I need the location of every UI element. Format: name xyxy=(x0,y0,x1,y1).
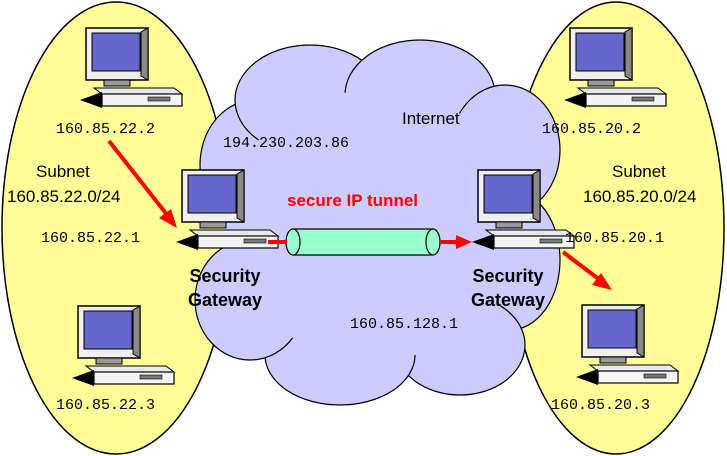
left-gateway-label-2: Gateway xyxy=(187,290,263,310)
right-gateway-ip: 160.85.20.1 xyxy=(565,230,665,247)
tunnel-ip: 160.85.128.1 xyxy=(350,316,459,333)
left-host-bottom-ip: 160.85.22.3 xyxy=(56,397,156,414)
left-subnet-address: 160.85.22.0/24 xyxy=(7,187,121,206)
right-gateway-label-2: Gateway xyxy=(470,290,546,310)
tunnel-links xyxy=(268,235,472,249)
route-arrow-left xyxy=(107,139,177,228)
right-gateway-label-1: Security xyxy=(472,266,544,286)
left-gateway-label-1: Security xyxy=(189,266,261,286)
right-subnet-address: 160.85.20.0/24 xyxy=(583,187,697,206)
tunnel-label: secure IP tunnel xyxy=(287,191,419,210)
right-subnet-title: Subnet xyxy=(612,162,666,181)
secure-tunnel-cylinder xyxy=(285,228,441,256)
left-subnet-title: Subnet xyxy=(36,162,90,181)
internet-label: Internet xyxy=(402,109,460,128)
left-gateway-ip: 160.85.22.1 xyxy=(41,230,141,247)
route-arrow-right xyxy=(561,250,612,290)
internet-cloud xyxy=(194,39,561,406)
left-host-top-ip: 160.85.22.2 xyxy=(56,121,156,138)
right-host-top-ip: 160.85.20.2 xyxy=(542,121,642,138)
right-host-bottom-ip: 160.85.20.3 xyxy=(551,397,651,414)
internet-gateway-ip: 194.230.203.86 xyxy=(223,135,350,152)
